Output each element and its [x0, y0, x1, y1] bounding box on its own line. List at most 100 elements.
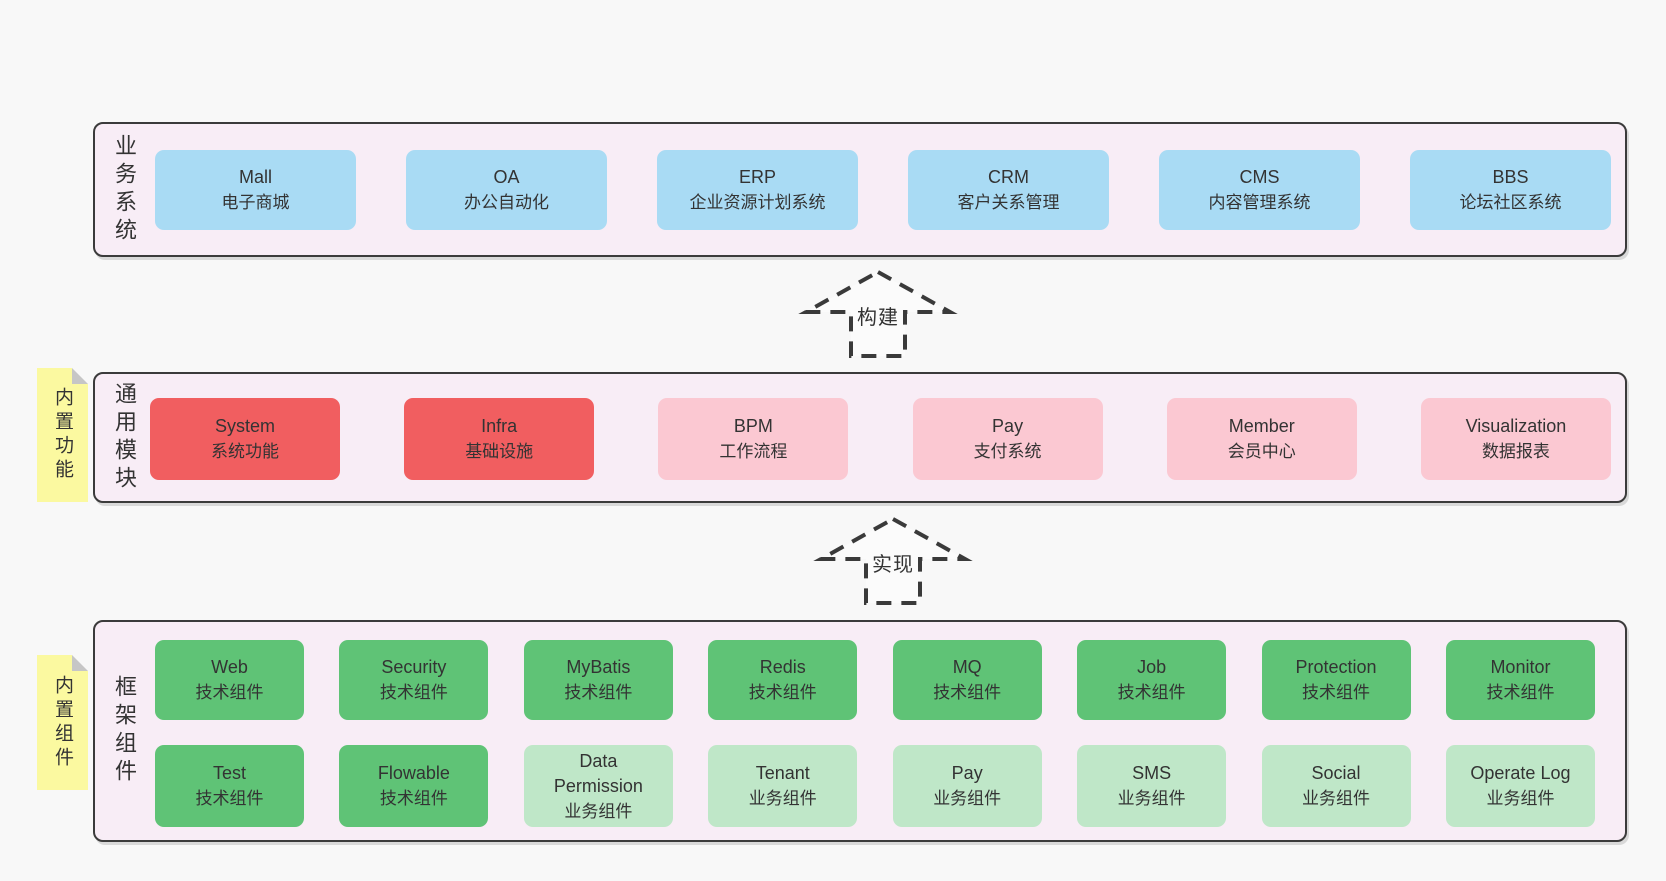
box-operate-log: Operate Log 业务组件	[1445, 745, 1595, 827]
common-modules-row: System 系统功能 Infra 基础设施 BPM 工作流程 Pay 支付系统…	[150, 398, 1611, 480]
builtin-components-note: 内置组件	[37, 655, 88, 790]
folded-corner-icon	[72, 655, 88, 671]
box-system-zh: 系统功能	[211, 442, 279, 461]
box-tenant-zh: 业务组件	[748, 789, 817, 808]
box-crm-en: CRM	[988, 167, 1029, 187]
box-infra-zh: 基础设施	[465, 442, 534, 461]
box-cms-zh: 内容管理系统	[1208, 193, 1311, 212]
folded-corner-icon	[72, 368, 88, 384]
box-cms: CMS 内容管理系统	[1159, 150, 1360, 230]
box-bbs-en: BBS	[1492, 167, 1529, 187]
box-operate-log-zh: 业务组件	[1486, 789, 1555, 808]
box-test: Test 技术组件	[155, 745, 304, 827]
box-security-en: Security	[381, 657, 447, 677]
box-visualization-en: Visualization	[1465, 416, 1567, 436]
box-mall: Mall 电子商城	[155, 150, 356, 230]
box-visualization-zh: 数据报表	[1481, 442, 1550, 461]
box-crm-zh: 客户关系管理	[957, 193, 1060, 212]
box-job-zh: 技术组件	[1117, 683, 1186, 702]
box-mq: MQ 技术组件	[892, 640, 1042, 720]
box-security-zh: 技术组件	[379, 683, 448, 702]
box-test-en: Test	[212, 763, 246, 783]
box-pay-component-zh: 业务组件	[933, 789, 1002, 808]
box-web-en: Web	[211, 657, 248, 677]
box-protection-zh: 技术组件	[1302, 683, 1371, 702]
box-bpm: BPM 工作流程	[658, 398, 849, 480]
framework-components-label: 框架组件	[112, 675, 137, 787]
box-monitor: Monitor 技术组件	[1445, 640, 1595, 720]
box-pay-module-zh: 支付系统	[973, 442, 1042, 461]
build-arrow-label: 构建	[854, 300, 902, 331]
box-mq-en: MQ	[952, 657, 982, 677]
box-web: Web 技术组件	[155, 640, 304, 720]
box-tenant-en: Tenant	[755, 763, 810, 783]
builtin-functions-note: 内置功能	[37, 368, 88, 502]
box-monitor-zh: 技术组件	[1486, 683, 1555, 702]
box-data-permission-en: Data Permission	[553, 750, 643, 796]
box-system-en: System	[214, 416, 275, 436]
implement-arrow-label: 实现	[869, 547, 917, 578]
box-bbs: BBS 论坛社区系统	[1410, 150, 1611, 230]
box-oa-zh: 办公自动化	[464, 193, 549, 212]
box-operate-log-en: Operate Log	[1470, 763, 1571, 783]
box-pay-module: Pay 支付系统	[912, 398, 1103, 480]
box-test-zh: 技术组件	[195, 789, 264, 808]
box-social-en: Social	[1311, 763, 1361, 783]
box-job-en: Job	[1137, 657, 1167, 677]
box-tenant: Tenant 业务组件	[708, 745, 858, 827]
box-protection: Protection 技术组件	[1261, 640, 1411, 720]
box-erp: ERP 企业资源计划系统	[657, 150, 858, 230]
box-pay-component-en: Pay	[951, 763, 983, 783]
box-bpm-en: BPM	[733, 416, 773, 436]
box-social: Social 业务组件	[1261, 745, 1411, 827]
box-oa: OA 办公自动化	[406, 150, 607, 230]
box-flowable-en: Flowable	[377, 763, 450, 783]
box-redis: Redis 技术组件	[708, 640, 858, 720]
box-redis-zh: 技术组件	[748, 683, 817, 702]
box-erp-en: ERP	[738, 167, 776, 187]
box-crm: CRM 客户关系管理	[908, 150, 1109, 230]
box-member-zh: 会员中心	[1227, 442, 1296, 461]
box-redis-en: Redis	[759, 657, 806, 677]
builtin-functions-note-text: 内置功能	[52, 387, 73, 483]
box-oa-en: OA	[493, 167, 520, 187]
box-job: Job 技术组件	[1077, 640, 1227, 720]
box-mq-zh: 技术组件	[933, 683, 1002, 702]
common-modules-label: 通用模块	[112, 381, 137, 494]
box-protection-en: Protection	[1295, 657, 1377, 677]
framework-row-1: Web 技术组件 Security 技术组件 MyBatis 技术组件 Redi…	[155, 640, 1595, 720]
box-data-permission: Data Permission 业务组件	[523, 745, 673, 827]
framework-row-2: Test 技术组件 Flowable 技术组件 Data Permission …	[155, 745, 1595, 827]
box-visualization: Visualization 数据报表	[1420, 398, 1611, 480]
box-mall-zh: 电子商城	[221, 193, 290, 212]
business-systems-row: Mall 电子商城 OA 办公自动化 ERP 企业资源计划系统 CRM 客户关系…	[155, 150, 1611, 230]
framework-components-panel: 框架组件 Web 技术组件 Security 技术组件 MyBatis 技术组件…	[93, 620, 1627, 842]
box-sms-en: SMS	[1132, 763, 1172, 783]
box-flowable: Flowable 技术组件	[339, 745, 489, 827]
box-flowable-zh: 技术组件	[379, 789, 448, 808]
box-pay-component: Pay 业务组件	[892, 745, 1042, 827]
box-erp-zh: 企业资源计划系统	[689, 193, 826, 212]
box-mall-en: Mall	[238, 167, 272, 187]
box-web-zh: 技术组件	[195, 683, 264, 702]
box-social-zh: 业务组件	[1302, 789, 1371, 808]
box-security: Security 技术组件	[339, 640, 489, 720]
box-mybatis-en: MyBatis	[566, 657, 631, 677]
box-bbs-zh: 论坛社区系统	[1459, 193, 1562, 212]
box-mybatis: MyBatis 技术组件	[523, 640, 673, 720]
builtin-components-note-text: 内置组件	[52, 674, 73, 771]
business-systems-panel: 业务系统 Mall 电子商城 OA 办公自动化 ERP 企业资源计划系统 CRM…	[93, 122, 1627, 257]
box-pay-module-en: Pay	[992, 416, 1024, 436]
common-modules-panel: 通用模块 System 系统功能 Infra 基础设施 BPM 工作流程 Pay…	[93, 372, 1627, 503]
box-member: Member 会员中心	[1166, 398, 1357, 480]
box-cms-en: CMS	[1239, 167, 1280, 187]
build-arrow: 构建	[796, 264, 960, 364]
box-mybatis-zh: 技术组件	[564, 683, 633, 702]
box-bpm-zh: 工作流程	[719, 442, 788, 461]
box-system: System 系统功能	[150, 398, 340, 480]
box-sms: SMS 业务组件	[1077, 745, 1227, 827]
box-sms-zh: 业务组件	[1117, 789, 1186, 808]
box-monitor-en: Monitor	[1490, 657, 1551, 677]
implement-arrow: 实现	[811, 511, 975, 611]
business-systems-label: 业务系统	[112, 133, 137, 246]
